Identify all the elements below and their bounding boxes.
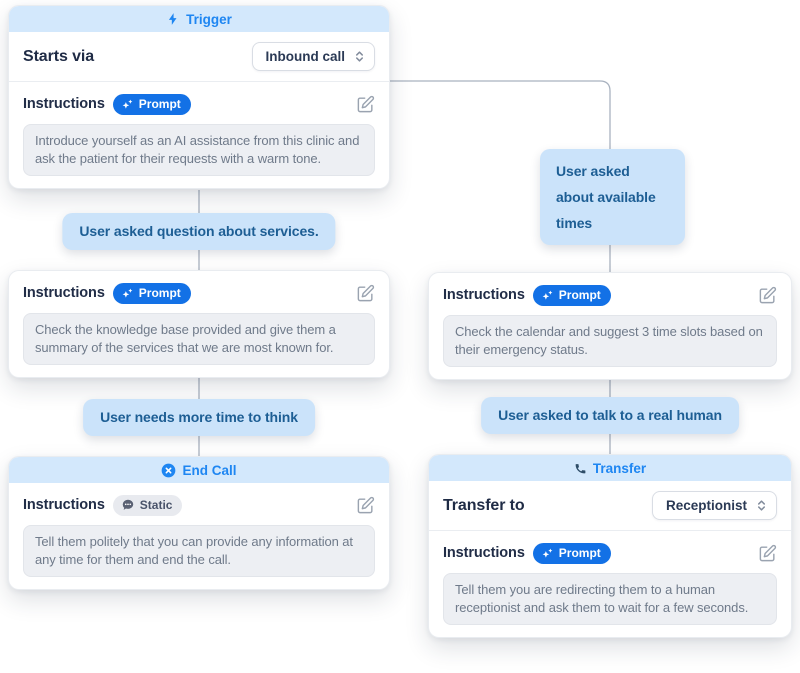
- edge-label-services[interactable]: User asked question about services.: [62, 213, 336, 250]
- edit-pencil-icon: [357, 284, 374, 301]
- instructions-text: Check the knowledge base provided and gi…: [23, 313, 375, 365]
- instructions-text: Tell them politely that you can provide …: [23, 525, 375, 577]
- instructions-label: Instructions: [443, 287, 525, 303]
- node-end-call-header: End Call: [9, 457, 389, 483]
- phone-icon: [575, 463, 586, 473]
- prompt-badge: Prompt: [532, 284, 611, 306]
- instructions-label: Instructions: [23, 96, 105, 112]
- instructions-label: Instructions: [443, 545, 525, 561]
- badge-label: Prompt: [558, 546, 601, 560]
- divider: [429, 530, 791, 531]
- transfer-to-select[interactable]: Receptionist: [651, 491, 777, 520]
- edit-pencil-icon: [759, 544, 776, 561]
- node-transfer[interactable]: Transfer Transfer to Receptionist Instru…: [428, 454, 792, 638]
- badge-label: Prompt: [138, 286, 181, 300]
- prompt-badge: Prompt: [112, 93, 191, 115]
- transfer-to-value: Receptionist: [665, 498, 747, 513]
- static-badge: Static: [112, 494, 183, 516]
- prompt-badge: Prompt: [112, 282, 191, 304]
- node-title: Transfer: [592, 460, 647, 476]
- divider: [9, 81, 389, 82]
- instructions-label: Instructions: [23, 497, 105, 513]
- edit-instructions-button[interactable]: [355, 283, 375, 303]
- transfer-to-row: Transfer to Receptionist: [429, 481, 791, 530]
- sparkle-icon: [542, 290, 553, 300]
- edge-label-think[interactable]: User needs more time to think: [83, 399, 315, 436]
- starts-via-row: Starts via Inbound call: [9, 32, 389, 81]
- starts-via-select[interactable]: Inbound call: [251, 42, 375, 71]
- chevron-up-down-icon: [758, 500, 765, 511]
- speech-bubble-icon: [122, 499, 134, 510]
- sparkle-icon: [122, 99, 133, 109]
- starts-via-label: Starts via: [23, 47, 95, 65]
- starts-via-value: Inbound call: [265, 49, 346, 64]
- chevron-up-down-icon: [356, 51, 363, 62]
- edit-instructions-button[interactable]: [757, 543, 777, 563]
- edge-trigger-calendar: [390, 80, 611, 274]
- node-trigger-header: Trigger: [9, 6, 389, 32]
- lightning-icon: [169, 13, 177, 25]
- sparkle-icon: [542, 548, 553, 558]
- edit-pencil-icon: [357, 95, 374, 112]
- node-calendar[interactable]: Instructions Prompt Check the calendar a…: [428, 272, 792, 380]
- edit-instructions-button[interactable]: [757, 285, 777, 305]
- node-services[interactable]: Instructions Prompt Check the knowledge …: [8, 270, 390, 378]
- edit-pencil-icon: [357, 496, 374, 513]
- edit-instructions-button[interactable]: [355, 94, 375, 114]
- edit-pencil-icon: [759, 286, 776, 303]
- badge-label: Static: [139, 498, 173, 512]
- node-title: Trigger: [186, 11, 232, 27]
- edit-instructions-button[interactable]: [355, 495, 375, 515]
- end-call-icon: [162, 463, 176, 477]
- edge-label-times[interactable]: User asked about available times: [540, 149, 685, 245]
- edge-label-human[interactable]: User asked to talk to a real human: [481, 397, 739, 434]
- instructions-text: Tell them you are redirecting them to a …: [443, 573, 777, 625]
- node-end-call[interactable]: End Call Instructions Static: [8, 456, 390, 590]
- instructions-text: Check the calendar and suggest 3 time sl…: [443, 315, 777, 367]
- node-transfer-header: Transfer: [429, 455, 791, 481]
- instructions-text: Introduce yourself as an AI assistance f…: [23, 124, 375, 176]
- transfer-to-label: Transfer to: [443, 496, 525, 514]
- badge-label: Prompt: [558, 288, 601, 302]
- prompt-badge: Prompt: [532, 542, 611, 564]
- node-title: End Call: [182, 462, 237, 478]
- sparkle-icon: [122, 288, 133, 298]
- node-trigger[interactable]: Trigger Starts via Inbound call Instruct…: [8, 5, 390, 189]
- instructions-label: Instructions: [23, 285, 105, 301]
- badge-label: Prompt: [138, 97, 181, 111]
